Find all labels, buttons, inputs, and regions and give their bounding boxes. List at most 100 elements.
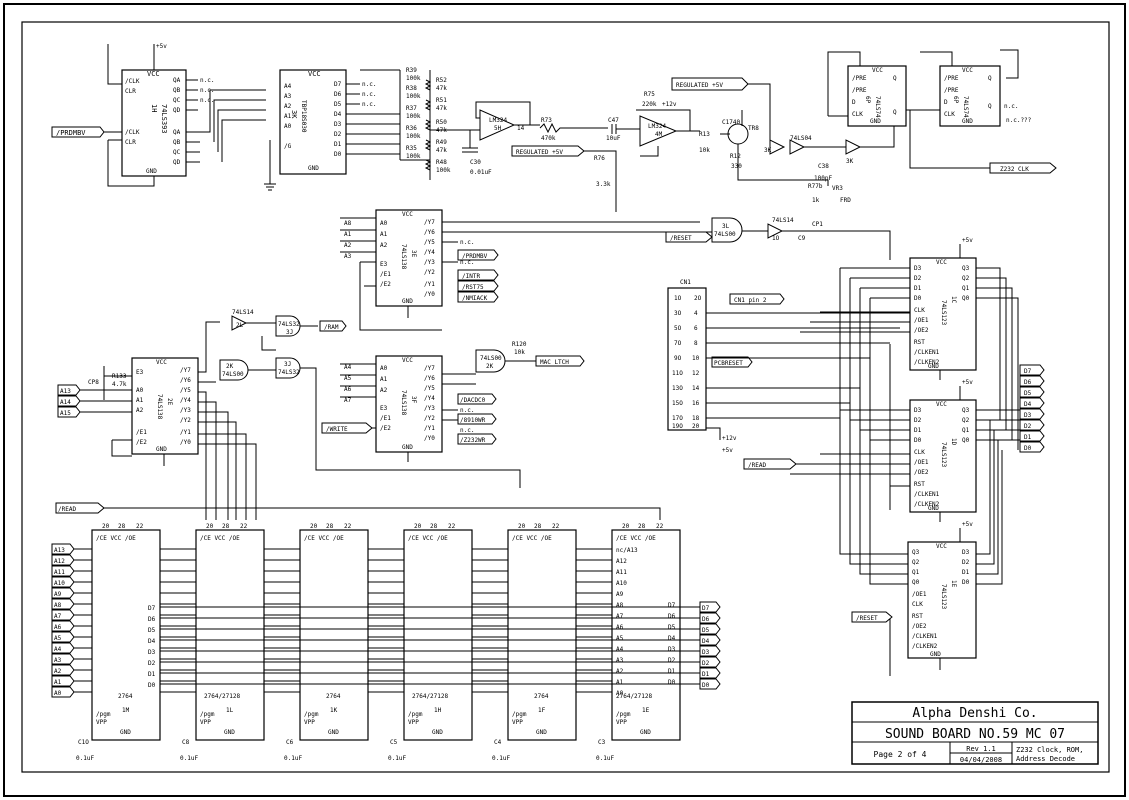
svg-text:D4: D4 bbox=[668, 635, 676, 642]
svg-text:11O: 11O bbox=[672, 370, 683, 377]
svg-text:74LS123: 74LS123 bbox=[940, 442, 947, 468]
svg-text:3O: 3O bbox=[674, 310, 682, 317]
svg-text:19O: 19O bbox=[672, 423, 683, 430]
svg-text:D5: D5 bbox=[148, 627, 156, 634]
svg-text:CLR: CLR bbox=[125, 88, 136, 95]
svg-text:/E2: /E2 bbox=[380, 425, 391, 432]
svg-text:/PRE: /PRE bbox=[944, 75, 959, 82]
svg-text:D3: D3 bbox=[702, 649, 710, 656]
svg-text:20: 20 bbox=[310, 523, 318, 530]
svg-text:D3: D3 bbox=[914, 265, 922, 272]
svg-text:14: 14 bbox=[692, 385, 700, 392]
svg-text:/WRITE: /WRITE bbox=[326, 426, 348, 433]
svg-text:D3: D3 bbox=[962, 549, 970, 556]
svg-text:D0: D0 bbox=[914, 295, 922, 302]
svg-text:QB: QB bbox=[173, 87, 181, 94]
svg-text:A2: A2 bbox=[344, 242, 352, 249]
svg-text:/Y6: /Y6 bbox=[424, 375, 435, 382]
svg-text:GND: GND bbox=[224, 729, 235, 736]
svg-text:D3: D3 bbox=[914, 407, 922, 414]
svg-text:/E2: /E2 bbox=[380, 281, 391, 288]
svg-text:Q2: Q2 bbox=[962, 275, 970, 282]
svg-text:GND: GND bbox=[146, 168, 157, 175]
svg-text:D0: D0 bbox=[702, 682, 710, 689]
svg-text:/CE VCC /OE: /CE VCC /OE bbox=[304, 535, 344, 542]
regulated-label-2: REGULATED +5V bbox=[671, 77, 771, 150]
svg-text:A10: A10 bbox=[616, 580, 627, 587]
svg-text:10k: 10k bbox=[514, 349, 525, 356]
svg-text:VCC: VCC bbox=[962, 67, 973, 74]
svg-text:22: 22 bbox=[448, 523, 456, 530]
svg-text:n.c.: n.c. bbox=[460, 259, 474, 266]
svg-text:20: 20 bbox=[622, 523, 630, 530]
svg-text:10: 10 bbox=[692, 355, 700, 362]
svg-text:D4: D4 bbox=[1024, 401, 1032, 408]
svg-text:74LS04: 74LS04 bbox=[790, 135, 812, 142]
svg-text:RST: RST bbox=[914, 481, 925, 488]
svg-text:/Y4: /Y4 bbox=[424, 395, 435, 402]
svg-text:3K: 3K bbox=[764, 147, 772, 154]
svg-text:A1: A1 bbox=[284, 113, 292, 120]
svg-text:2E: 2E bbox=[166, 398, 173, 406]
svg-text:D0: D0 bbox=[914, 437, 922, 444]
svg-text:D0: D0 bbox=[148, 682, 156, 689]
svg-text:A15: A15 bbox=[60, 410, 71, 417]
svg-text:1E: 1E bbox=[950, 580, 957, 588]
svg-text:A1: A1 bbox=[344, 231, 352, 238]
svg-text:A6: A6 bbox=[344, 386, 352, 393]
svg-text:A11: A11 bbox=[54, 569, 65, 576]
svg-text:Q1: Q1 bbox=[962, 285, 970, 292]
svg-text:74LS123: 74LS123 bbox=[940, 584, 947, 610]
svg-text:VPP: VPP bbox=[304, 719, 315, 726]
svg-text:+12v: +12v bbox=[722, 435, 737, 442]
svg-text:E3: E3 bbox=[380, 261, 388, 268]
svg-text:D1: D1 bbox=[1024, 434, 1032, 441]
svg-text:1k: 1k bbox=[812, 197, 820, 204]
svg-text:20: 20 bbox=[102, 523, 110, 530]
svg-text:3.3k: 3.3k bbox=[596, 181, 611, 188]
svg-text:C6: C6 bbox=[286, 739, 294, 746]
svg-text:100k: 100k bbox=[406, 133, 421, 140]
svg-text:QA: QA bbox=[173, 129, 181, 136]
svg-text:0.01uF: 0.01uF bbox=[470, 169, 492, 176]
svg-text:D1: D1 bbox=[914, 285, 922, 292]
svg-text:D4: D4 bbox=[702, 638, 710, 645]
svg-text:A4: A4 bbox=[284, 83, 292, 90]
svg-text:2764: 2764 bbox=[118, 693, 133, 700]
svg-text:A12: A12 bbox=[54, 558, 65, 565]
svg-text:VCC: VCC bbox=[308, 70, 321, 78]
svg-text:/RAM: /RAM bbox=[324, 324, 339, 331]
svg-text:Q0: Q0 bbox=[912, 579, 920, 586]
svg-text:A11: A11 bbox=[616, 569, 627, 576]
svg-text:/PRE: /PRE bbox=[852, 87, 867, 94]
svg-text:/Y4: /Y4 bbox=[180, 397, 191, 404]
svg-text:Q0: Q0 bbox=[962, 437, 970, 444]
svg-text:nc/A13: nc/A13 bbox=[616, 547, 638, 554]
svg-text:4M: 4M bbox=[655, 131, 663, 138]
svg-text:74LS32: 74LS32 bbox=[278, 321, 300, 328]
svg-text:74LS138: 74LS138 bbox=[400, 390, 407, 416]
svg-text:A6: A6 bbox=[616, 624, 624, 631]
svg-text:3J: 3J bbox=[284, 361, 291, 368]
svg-text:22: 22 bbox=[344, 523, 352, 530]
svg-text:5H: 5H bbox=[494, 125, 502, 132]
svg-text:D0: D0 bbox=[962, 579, 970, 586]
svg-text:/RST75: /RST75 bbox=[462, 284, 484, 291]
svg-text:/CLKEN1: /CLKEN1 bbox=[914, 491, 940, 498]
svg-text:n.c.: n.c. bbox=[460, 239, 474, 246]
svg-text:/pgm: /pgm bbox=[304, 711, 319, 718]
svg-text:/Y2: /Y2 bbox=[424, 269, 435, 276]
svg-text:22: 22 bbox=[240, 523, 248, 530]
svg-text:VCC: VCC bbox=[936, 543, 947, 550]
svg-text:A1: A1 bbox=[380, 231, 388, 238]
svg-text:/pgm: /pgm bbox=[408, 711, 423, 718]
svg-text:/CLK: /CLK bbox=[125, 129, 140, 136]
svg-text:2764/27128: 2764/27128 bbox=[616, 693, 653, 700]
svg-text:20: 20 bbox=[414, 523, 422, 530]
svg-text:VCC: VCC bbox=[936, 259, 947, 266]
svg-text:A2: A2 bbox=[380, 242, 388, 249]
svg-text:A10: A10 bbox=[54, 580, 65, 587]
